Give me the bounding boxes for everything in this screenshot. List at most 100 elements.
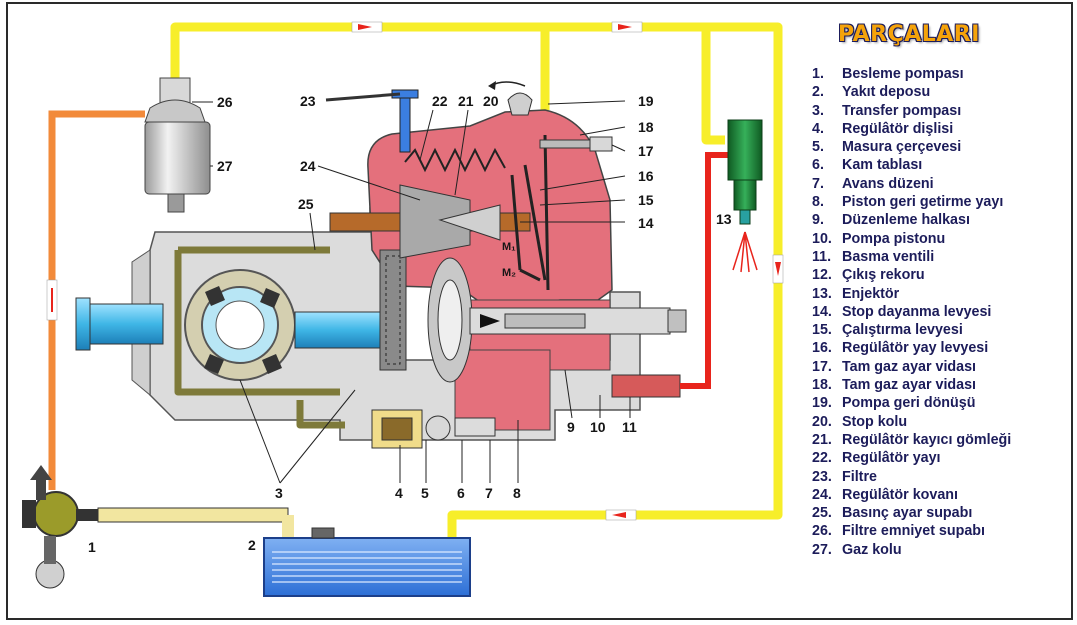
legend-item-number: 16.: [812, 340, 832, 357]
legend-item-number: 7.: [812, 175, 824, 192]
legend-item-number: 3.: [812, 102, 824, 119]
legend-item-name: Regülâtör dişlisi: [842, 120, 954, 137]
legend-item-number: 9.: [812, 212, 824, 229]
legend-item-number: 19.: [812, 395, 832, 412]
legend-item-number: 14.: [812, 303, 832, 320]
legend-item-name: Çalıştırma levyesi: [842, 322, 963, 339]
legend-item: 3. Transfer pompası: [812, 102, 1011, 120]
legend-item: 20. Stop kolu: [812, 413, 1011, 431]
legend-item-name: Regülâtör yayı: [842, 450, 941, 467]
legend-item-name: Besleme pompası: [842, 66, 964, 82]
legend-item-name: Regülâtör kayıcı gömleği: [842, 431, 1012, 448]
legend-item-number: 18.: [812, 377, 832, 394]
legend-item-name: Stop dayanma levyesi: [842, 303, 992, 320]
callout-m1: M₁: [502, 241, 516, 253]
legend-item-name: Masura çerçevesi: [842, 139, 962, 156]
stop-arm: [507, 92, 533, 116]
legend-item: 19.Pompa geri dönüşü: [812, 394, 1011, 412]
legend-item-name: Pompa pistonu: [842, 230, 946, 247]
callout-18: 18: [638, 119, 654, 135]
legend-item-number: 13.: [812, 285, 832, 302]
callout-27: 27: [217, 158, 233, 174]
legend-item: 22. Regülâtör yayı: [812, 449, 1011, 467]
callout-1: 1: [88, 539, 96, 555]
callout-19: 19: [638, 93, 654, 109]
legend-item: 26. Filtre emniyet supabı: [812, 522, 1011, 540]
advance-device: [371, 409, 496, 449]
governor-spring: [404, 147, 506, 173]
legend-item: 24. Regülâtör kovanı: [812, 486, 1011, 504]
legend-item-name: Basma ventili: [842, 248, 935, 265]
transfer-pump: [184, 269, 296, 381]
legend-item: 9. Düzenleme halkası: [812, 211, 1011, 229]
legend-item-name: Enjektör: [842, 285, 900, 302]
callout-7: 7: [485, 485, 493, 501]
legend-item-name: Düzenleme halkası: [842, 212, 970, 229]
legend-item-name: Regülâtör yay levyesi: [842, 340, 989, 357]
callout-10: 10: [590, 419, 606, 435]
feed-pump: [22, 465, 98, 589]
legend-item-number: 4.: [812, 120, 824, 137]
high-pressure-line: [680, 152, 728, 389]
legend-item: 1.Besleme pompası: [812, 65, 1011, 83]
callout-8: 8: [513, 485, 521, 501]
callout-3: 3: [275, 485, 283, 501]
callout-21: 21: [458, 93, 474, 109]
legend-item-name: Regülâtör kovanı: [842, 486, 958, 503]
transfer-circuit: [174, 246, 345, 429]
legend-item-number: 8.: [812, 194, 824, 211]
legend-item-number: 10.: [812, 230, 832, 247]
legend-item: 5.Masura çerçevesi: [812, 138, 1011, 156]
callout-20: 20: [483, 93, 499, 109]
legend-item-number: 23.: [812, 468, 832, 485]
legend-item-number: 21.: [812, 431, 832, 448]
legend-item-name: Kam tablası: [842, 157, 923, 174]
callout-labels: 1 2 3 4 5 6 7 8 9 10 11 13 14 15 16 17 1…: [88, 93, 732, 555]
legend-item-number: 24.: [812, 486, 832, 503]
callout-6: 6: [457, 485, 465, 501]
legend-item-number: 12.: [812, 267, 832, 284]
callout-5: 5: [421, 485, 429, 501]
callout-17: 17: [638, 143, 654, 159]
cam-plate: [427, 257, 473, 383]
legend-item: 25.Basınç ayar supabı: [812, 504, 1011, 522]
legend-item-name: Yakıt deposu: [842, 84, 931, 101]
legend-item-name: Avans düzeni: [842, 175, 934, 192]
tank-suction-line: [97, 507, 289, 523]
legend-item: 18.Tam gaz ayar vidası: [812, 376, 1011, 394]
legend-item: 7. Avans düzeni: [812, 175, 1011, 193]
legend-item: 4. Regülâtör dişlisi: [812, 120, 1011, 138]
delivery-valve: [611, 374, 681, 398]
callout-15: 15: [638, 192, 654, 208]
fuel-tank: [263, 527, 471, 597]
legend-item: 14. Stop dayanma levyesi: [812, 303, 1011, 321]
legend-item: 6.Kam tablası: [812, 156, 1011, 174]
rotation-arrow-head: [488, 81, 496, 90]
legend-item-name: Transfer pompası: [842, 102, 962, 119]
legend-item-name: Filtre: [842, 468, 877, 485]
legend-item: 2.Yakıt deposu: [812, 83, 1011, 101]
legend-item-number: 20.: [812, 413, 832, 430]
callout-11: 11: [622, 419, 637, 435]
legend-item-number: 17.: [812, 358, 832, 375]
legend-item-name: Piston geri getirme yayı: [842, 194, 1004, 211]
legend-item: 23. Filtre: [812, 468, 1011, 486]
legend-item-number: 25.: [812, 505, 832, 522]
full-load-screw: [589, 136, 613, 152]
legend-item-name: Gaz kolu: [842, 541, 902, 558]
drive-shaft: [75, 297, 396, 351]
legend-item-number: 26.: [812, 523, 832, 540]
legend-item: 11.Basma ventili: [812, 248, 1011, 266]
legend-item-name: Stop kolu: [842, 413, 908, 430]
callout-23: 23: [300, 93, 316, 109]
legend-item-name: Çıkış rekoru: [842, 267, 925, 284]
legend-item-name: Filtre emniyet supabı: [842, 523, 986, 540]
throttle-lever-23: [325, 92, 401, 102]
callout-26: 26: [217, 94, 233, 110]
legend-item-number: 22.: [812, 450, 832, 467]
callout-4: 4: [395, 485, 403, 501]
legend-item: 21. Regülâtör kayıcı gömleği: [812, 431, 1011, 449]
callout-22: 22: [432, 93, 448, 109]
